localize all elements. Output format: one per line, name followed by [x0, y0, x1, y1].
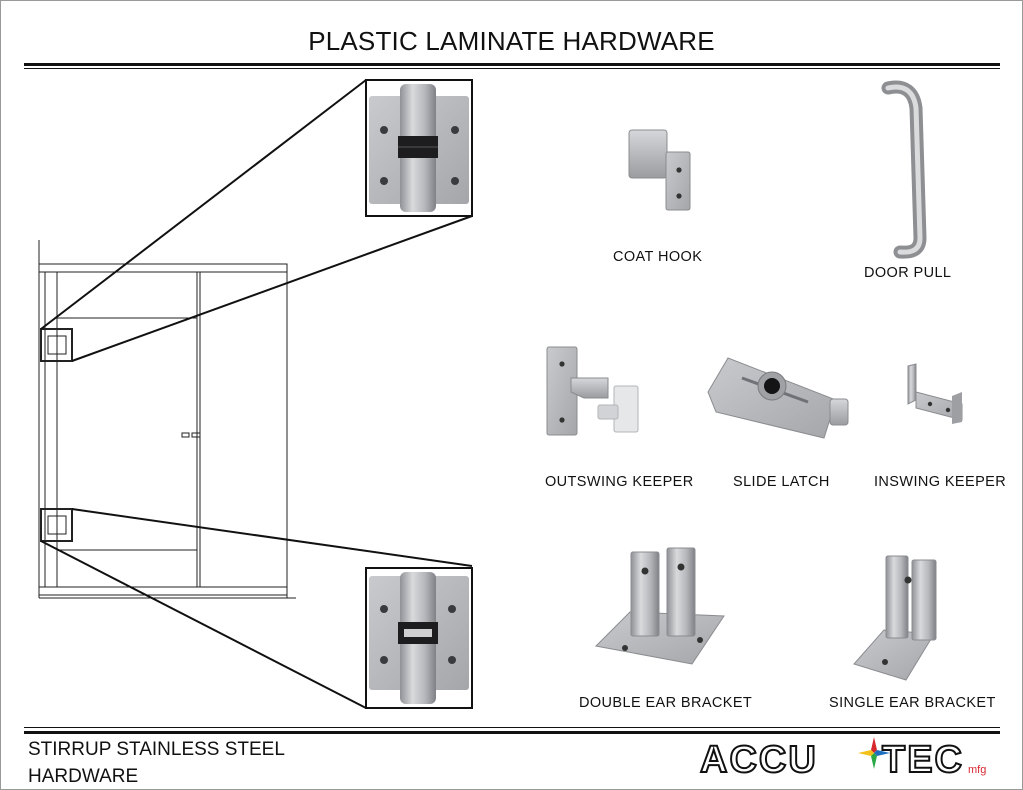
slide-latch-label: SLIDE LATCH — [733, 474, 830, 490]
single-ear-bracket-image — [853, 555, 937, 681]
single-ear-bracket-label: SINGLE EAR BRACKET — [829, 695, 996, 711]
page-title: PLASTIC LAMINATE HARDWARE — [308, 26, 715, 56]
title-rule-thin — [24, 68, 1000, 69]
footer-title: STIRRUP STAINLESS STEEL HARDWARE — [28, 736, 285, 790]
footer-rule-thin — [24, 727, 1000, 728]
footer-rule-thick — [24, 731, 1000, 734]
double-ear-bracket-label: DOUBLE EAR BRACKET — [579, 695, 753, 711]
title-rule-thick — [24, 63, 1000, 66]
logo-part1: ACCU — [700, 739, 818, 780]
callout-lines — [40, 79, 473, 709]
bottom-hinge-image — [365, 567, 473, 709]
logo-part2: TEC — [882, 739, 964, 780]
logo-suffix: mfg — [968, 764, 986, 776]
inswing-keeper-label: INSWING KEEPER — [874, 474, 1007, 490]
footer-title-line1: STIRRUP STAINLESS STEEL — [28, 739, 285, 760]
top-hinge-image — [365, 79, 473, 217]
double-ear-bracket-image — [594, 547, 725, 665]
outswing-keeper-image — [546, 346, 639, 436]
logo-star-icon — [858, 737, 890, 769]
inswing-keeper-image — [907, 363, 963, 424]
door-pull-image — [881, 80, 927, 259]
partition-elevation — [38, 240, 296, 599]
coat-hook-label: COAT HOOK — [613, 249, 703, 265]
accutec-logo: ACCU TEC mfg — [699, 737, 986, 780]
footer-title-line2: HARDWARE — [28, 766, 139, 787]
outswing-keeper-label: OUTSWING KEEPER — [545, 474, 694, 490]
coat-hook-image — [628, 129, 691, 211]
door-pull-label: DOOR PULL — [864, 265, 952, 281]
slide-latch-image — [707, 357, 849, 439]
